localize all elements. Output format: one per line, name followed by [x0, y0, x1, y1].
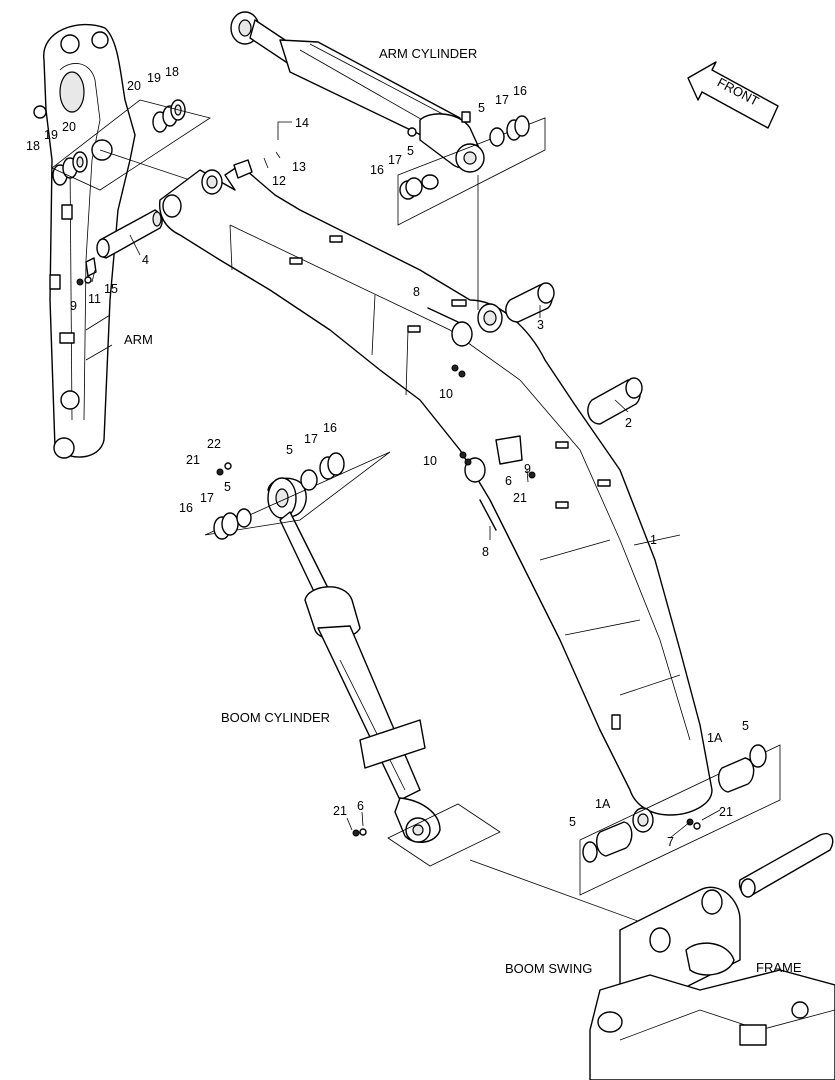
callout-7: 7 [667, 835, 674, 849]
callout-15: 15 [104, 282, 118, 296]
callout-2: 2 [625, 416, 632, 430]
callout-17: 17 [388, 153, 402, 167]
callout-20: 20 [127, 79, 141, 93]
caption-arm-cylinder: ARM CYLINDER [379, 46, 477, 61]
callout-9: 9 [70, 299, 77, 313]
callout-21: 21 [513, 491, 527, 505]
callout-9: 9 [524, 462, 531, 476]
front-arrow-icon: FRONT [687, 61, 779, 129]
callout-17: 17 [200, 491, 214, 505]
callout-1a: 1A [707, 731, 723, 745]
caption-boom-swing: BOOM SWING [505, 961, 592, 976]
callout-14: 14 [295, 116, 309, 130]
callout-8: 8 [413, 285, 420, 299]
bolt-8-upper [427, 307, 459, 323]
pin-4-part [76, 209, 163, 286]
callout-6: 6 [505, 474, 512, 488]
callout-3: 3 [537, 318, 544, 332]
callout-22: 22 [207, 437, 221, 451]
callout-10: 10 [439, 387, 453, 401]
callout-16: 16 [513, 84, 527, 98]
callout-5: 5 [742, 719, 749, 733]
bolt-8-lower [479, 499, 497, 531]
callout-20: 20 [62, 120, 76, 134]
boom-cylinder-part [267, 477, 441, 843]
callout-17: 17 [495, 93, 509, 107]
callout-21: 21 [719, 805, 733, 819]
callout-18: 18 [165, 65, 179, 79]
callout-18: 18 [26, 139, 40, 153]
callout-16: 16 [370, 163, 384, 177]
callout-6: 6 [357, 799, 364, 813]
callout-5: 5 [224, 480, 231, 494]
caption-arm: ARM [124, 332, 153, 347]
callout-21: 21 [333, 804, 347, 818]
boom-part [158, 159, 713, 833]
callout-labels: 20 19 18 18 19 20 14 13 12 4 9 11 15 5 1… [26, 65, 749, 849]
callout-5: 5 [478, 101, 485, 115]
callout-16: 16 [323, 421, 337, 435]
arm-cylinder-part [230, 11, 485, 173]
callout-19: 19 [147, 71, 161, 85]
callout-1: 1 [650, 533, 657, 547]
callout-12: 12 [272, 174, 286, 188]
arm-part [33, 23, 136, 459]
pin-3-part [505, 282, 555, 323]
caption-boom-cylinder: BOOM CYLINDER [221, 710, 330, 725]
callout-19: 19 [44, 128, 58, 142]
oring-5-part [489, 127, 505, 147]
callout-17: 17 [304, 432, 318, 446]
callout-10: 10 [423, 454, 437, 468]
callout-4: 4 [142, 253, 149, 267]
caption-frame: FRAME [756, 960, 802, 975]
callout-1a: 1A [595, 797, 611, 811]
pin-2-part [587, 377, 643, 425]
callout-5: 5 [286, 443, 293, 457]
callout-5: 5 [569, 815, 576, 829]
callout-21: 21 [186, 453, 200, 467]
callout-8: 8 [482, 545, 489, 559]
frame-part [589, 833, 835, 1080]
callout-5: 5 [407, 144, 414, 158]
callout-13: 13 [292, 160, 306, 174]
callout-16: 16 [179, 501, 193, 515]
callout-11: 11 [88, 292, 101, 306]
